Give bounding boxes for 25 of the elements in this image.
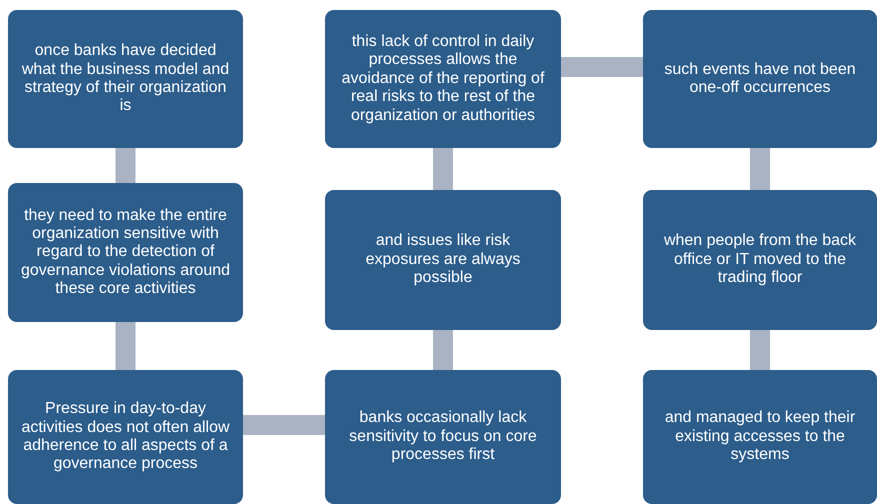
box-text: and managed to keep their existing accesses to the systems — [664, 409, 856, 465]
connector-bar — [561, 57, 643, 77]
process-box — [8, 10, 243, 148]
process-box — [8, 370, 243, 504]
box-text: once banks have decided what the business model and strategy of their organization is — [20, 42, 230, 116]
process-box — [325, 190, 561, 330]
process-box — [325, 10, 561, 148]
connector-bar — [750, 148, 770, 190]
connector-bar — [433, 330, 453, 370]
process-box — [643, 370, 877, 504]
connector-bar — [116, 322, 136, 370]
box-text: Pressure in day-to-day activities does not often allow adherence to all aspects of a governance process — [20, 400, 231, 474]
box-text: this lack of control in daily processes allows the avoidance of the reporting of real risks to the rest of the organization or authorities — [340, 33, 546, 125]
box-text: when people from the back office or IT moved to the trading floor — [662, 232, 858, 288]
connector-bar — [243, 415, 325, 435]
box-text: such events have not been one-off occurrences — [663, 60, 857, 98]
process-box — [643, 190, 877, 330]
connector-bar — [433, 148, 453, 190]
connector-bar — [116, 148, 136, 183]
process-box — [643, 10, 877, 148]
process-box — [8, 183, 243, 322]
box-text: they need to make the entire organization sensitive with regard to the detection of governance violations around these core activities — [20, 206, 231, 298]
box-text: banks occasionally lack sensitivity to focus on core processes first — [348, 409, 538, 465]
process-box — [325, 370, 561, 504]
box-text: and issues like risk exposures are always possible — [364, 232, 522, 288]
